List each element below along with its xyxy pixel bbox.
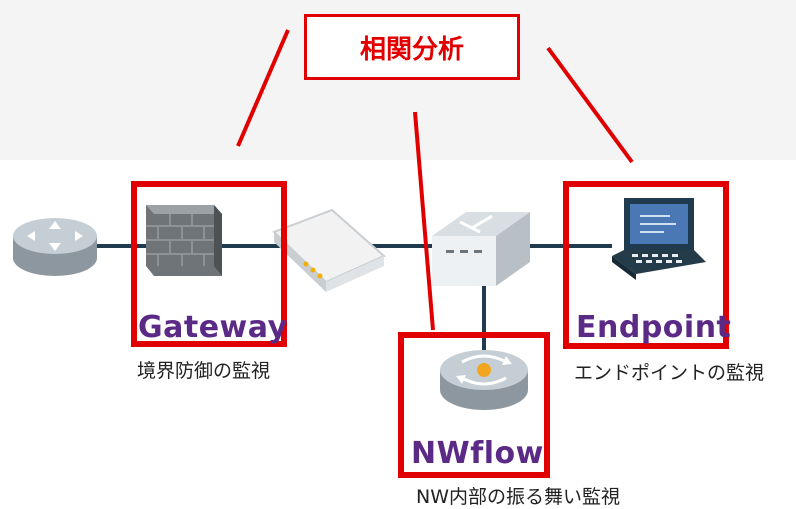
- correlation-line-gateway: [236, 29, 290, 147]
- firewall-icon: [146, 205, 222, 276]
- nwflow-caption: NW内部の振る舞い監視: [416, 486, 621, 508]
- nwflow-label: NWflow: [411, 436, 544, 471]
- correlation-lines: [236, 29, 634, 331]
- correlation-line-endpoint: [546, 46, 634, 164]
- laptop-icon: [612, 198, 706, 280]
- endpoint-label: Endpoint: [576, 310, 732, 345]
- correlation-analysis-title: 相関分析: [304, 14, 520, 80]
- gateway-label: Gateway: [138, 310, 288, 345]
- modem-icon: [272, 208, 386, 292]
- nwflow-highlight-box: [398, 332, 550, 478]
- endpoint-caption: エンドポイントの監視: [574, 362, 765, 384]
- switch-icon: [432, 212, 530, 286]
- gateway-caption: 境界防御の監視: [137, 360, 271, 382]
- correlation-line-nwflow: [413, 111, 435, 331]
- router-icon: [13, 218, 97, 276]
- gateway-highlight-box: [131, 181, 287, 347]
- flow-router-icon: [440, 350, 528, 410]
- endpoint-highlight-box: [563, 181, 729, 349]
